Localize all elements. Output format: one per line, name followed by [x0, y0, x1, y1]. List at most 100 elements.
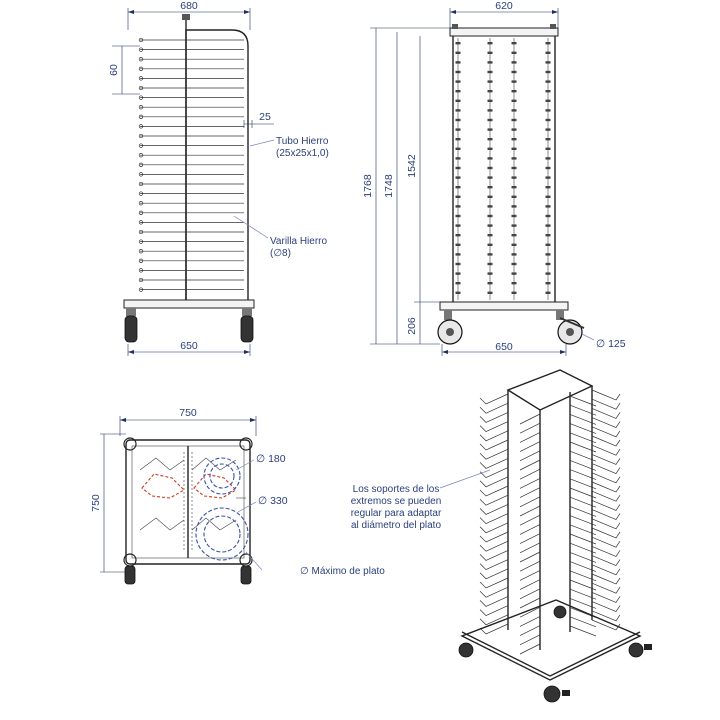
rod-label-line2: (∅8)	[270, 248, 291, 259]
side-rod-stub	[511, 157, 517, 160]
front-rod-end	[138, 181, 144, 187]
side-height-frame-label: 1748	[383, 174, 395, 198]
front-width-top-label: 680	[180, 0, 198, 12]
front-rod-end	[138, 133, 144, 139]
side-rod-stub	[487, 128, 493, 131]
iso-rod-right	[591, 564, 621, 576]
front-rod-end	[138, 268, 144, 273]
iso-rod-left	[479, 439, 509, 451]
front-rod-end	[138, 220, 144, 225]
plate-small-outline	[141, 473, 237, 499]
side-rod-stub	[487, 109, 493, 112]
iso-rod-left	[479, 448, 509, 460]
side-rod-stub	[511, 42, 517, 45]
side-rod-stub	[511, 214, 517, 218]
side-rod-stub	[455, 118, 461, 122]
iso-rod-left	[479, 402, 509, 414]
iso-rod-right	[591, 546, 621, 557]
side-rod-stub	[487, 195, 493, 198]
side-view: 620 1768 1748 1542	[362, 0, 626, 356]
side-rod-stub	[545, 99, 551, 102]
side-rod-stub	[487, 186, 493, 189]
side-rod-stub	[545, 109, 551, 112]
side-rod-stub	[455, 186, 461, 189]
iso-rod-left	[479, 550, 509, 561]
side-base	[439, 301, 569, 311]
side-rod-stub	[487, 234, 493, 237]
front-rod-end	[138, 114, 144, 119]
side-rod-stub	[455, 262, 461, 266]
side-rod-stub	[487, 51, 493, 54]
iso-rods	[479, 389, 621, 655]
iso-rod-right	[591, 573, 621, 585]
side-rod-stub	[487, 157, 493, 160]
side-rod-stub	[487, 214, 493, 218]
side-rod-stub	[487, 224, 493, 227]
iso-base-frame	[460, 599, 642, 681]
iso-note-line2: extremos se pueden	[351, 496, 442, 507]
iso-rod-front	[519, 533, 541, 544]
side-rod-stub	[487, 70, 493, 74]
iso-rod-left	[479, 559, 509, 571]
front-tube-size-label: 25	[259, 111, 271, 123]
front-rod-end	[138, 210, 144, 215]
side-rod-stub	[511, 262, 517, 266]
side-rod-stub	[511, 61, 517, 64]
side-rod-stub	[455, 51, 461, 54]
side-rod-stub	[511, 128, 517, 131]
iso-rod-back	[569, 524, 597, 536]
front-frame-tube	[185, 29, 249, 300]
plate-small-label: ∅ 180	[256, 453, 286, 465]
iso-rod-right	[591, 454, 621, 465]
iso-rod-right	[591, 619, 621, 631]
iso-rod-left	[479, 504, 509, 515]
iso-rod-back	[569, 616, 597, 628]
side-rod-stub	[455, 128, 461, 131]
iso-rod-left	[479, 458, 509, 469]
side-rod-stub	[511, 186, 517, 189]
iso-rod-front	[519, 432, 541, 443]
iso-rod-back	[569, 625, 597, 637]
top-view: 750 750 ∅	[90, 407, 385, 585]
iso-rod-front	[519, 551, 541, 563]
side-rod-stub	[455, 42, 461, 45]
side-rod-stub	[545, 138, 551, 141]
side-rod-stub	[545, 51, 551, 54]
isometric-view: Los soportes de los extremos se pueden r…	[351, 369, 652, 703]
iso-rod-left	[479, 412, 509, 423]
side-rod-stub	[511, 253, 517, 256]
side-bottom-dimension: 650	[441, 341, 567, 356]
iso-rod-left	[479, 430, 509, 442]
iso-rod-left	[479, 605, 509, 617]
side-rod-stub	[545, 157, 551, 160]
side-rod-stub	[487, 90, 493, 93]
side-rod-stub	[487, 80, 493, 83]
front-rod-end	[138, 105, 144, 110]
front-rod-end	[138, 229, 144, 235]
side-rod-stub	[545, 166, 551, 170]
iso-rod-back	[569, 404, 597, 416]
side-rod-stub	[545, 147, 551, 150]
side-rod-stub	[487, 205, 493, 208]
plate-large-label: ∅ 330	[258, 495, 288, 507]
front-wheels	[124, 308, 254, 343]
iso-rod-front	[519, 487, 541, 498]
side-rod-stub	[511, 147, 517, 150]
iso-rod-left	[479, 568, 509, 580]
side-rod-stub	[487, 291, 493, 294]
iso-rod-back	[569, 469, 597, 480]
side-rod-stub	[455, 282, 461, 285]
front-rod-end	[138, 162, 144, 167]
side-rod-stub	[455, 70, 461, 74]
side-rod-stub	[545, 253, 551, 256]
side-rod-stub	[511, 109, 517, 112]
front-rod-end	[138, 124, 144, 129]
iso-rod-front	[519, 422, 541, 434]
iso-rod-left	[479, 577, 509, 589]
front-wheel-left	[124, 315, 138, 343]
side-rod-stub	[545, 128, 551, 131]
front-post-cap	[182, 14, 190, 20]
side-rod-stub	[545, 195, 551, 198]
side-width-bottom-label: 650	[495, 341, 513, 353]
